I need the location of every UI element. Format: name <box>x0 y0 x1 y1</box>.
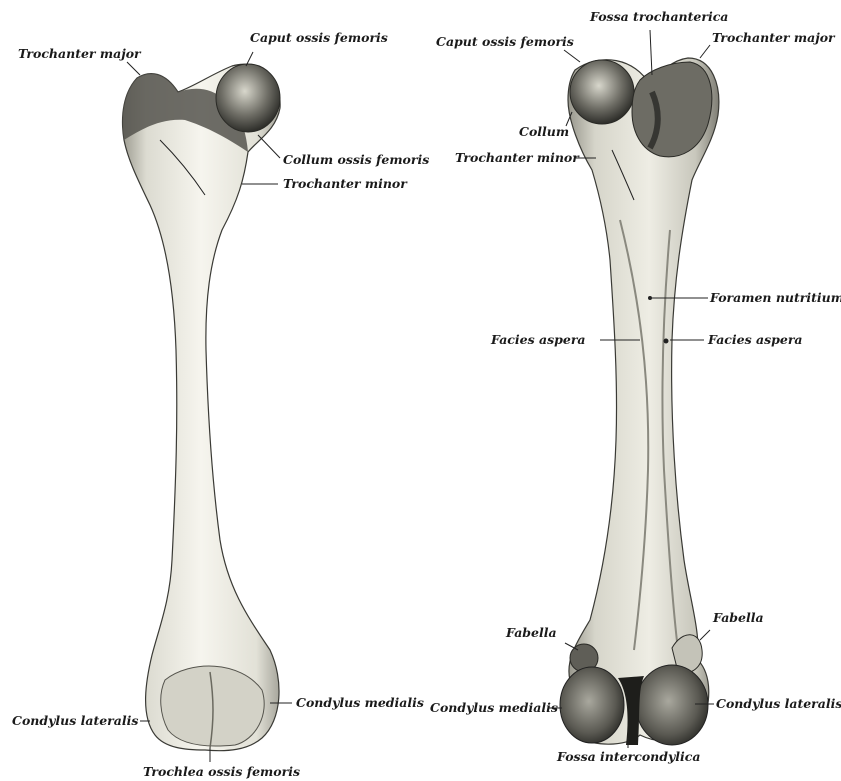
caput-ossis-femoris-posterior <box>570 60 634 124</box>
caput-ossis-femoris-anterior <box>216 64 280 132</box>
femur-anterior-outline <box>123 64 281 750</box>
label-caput-ossis-femoris-posterior: Caput ossis femoris <box>436 36 574 49</box>
label-condylus-lateralis-posterior: Condylus lateralis <box>716 698 841 711</box>
label-trochanter-major-anterior: Trochanter major <box>18 48 141 61</box>
label-fossa-intercondylica: Fossa intercondylica <box>557 751 700 764</box>
label-caput-ossis-femoris-anterior: Caput ossis femoris <box>250 32 388 45</box>
label-trochanter-minor-anterior: Trochanter minor <box>283 178 407 191</box>
label-fabella-right: Fabella <box>713 612 764 625</box>
label-condylus-lateralis-anterior: Condylus lateralis <box>12 715 138 728</box>
femur-anterior-view <box>123 64 281 751</box>
label-collum-ossis-femoris: Collum ossis femoris <box>283 154 429 167</box>
label-condylus-medialis-anterior: Condylus medialis <box>296 697 424 710</box>
label-trochanter-minor-posterior: Trochanter minor <box>455 152 579 165</box>
label-facies-aspera-right: Facies aspera <box>708 334 803 347</box>
label-facies-aspera-left: Facies aspera <box>491 334 586 347</box>
label-collum-posterior: Collum <box>519 126 569 139</box>
condylus-medialis-posterior-shape <box>560 667 624 743</box>
label-trochanter-major-posterior: Trochanter major <box>712 32 835 45</box>
label-foramen-nutritium: Foramen nutritium <box>710 292 841 305</box>
label-condylus-medialis-posterior: Condylus medialis <box>430 702 558 715</box>
femur-posterior-view <box>560 58 719 745</box>
label-fabella-left: Fabella <box>506 627 557 640</box>
condylus-lateralis-posterior-shape <box>636 665 708 745</box>
label-fossa-trochanterica: Fossa trochanterica <box>590 11 728 24</box>
label-trochlea-ossis-femoris: Trochlea ossis femoris <box>143 766 300 779</box>
